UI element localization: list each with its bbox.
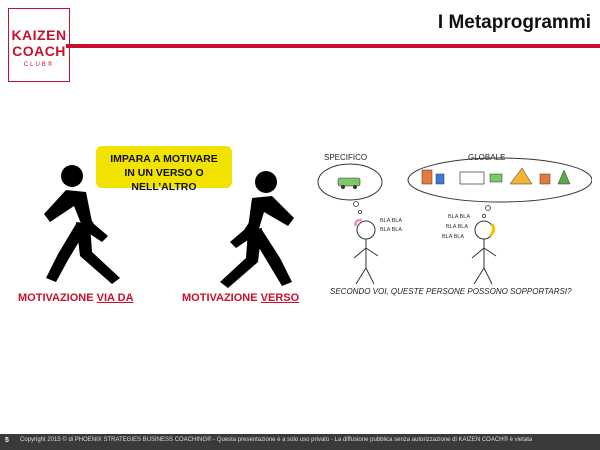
callout-box: IMPARA A MOTIVARE IN UN VERSO O NELL’ALT… xyxy=(96,146,232,193)
footer: 5 Copyright 2015 © di PHOENIX STRATEGIES… xyxy=(0,434,600,450)
label-via-da-prefix: MOTIVAZIONE xyxy=(18,292,97,304)
label-via-da: MOTIVAZIONE VIA DA xyxy=(18,292,134,304)
label-via-da-underlined: VIA DA xyxy=(96,292,134,304)
bla-bla-left: BLA BLA xyxy=(380,218,402,224)
sketch-caption: SECONDO VOI, QUESTE PERSONE POSSONO SOPP… xyxy=(330,287,572,296)
svg-text:BLA BLA: BLA BLA xyxy=(442,234,464,240)
sketch-illustration: SPECIFICO GLOBALE BLA BLA BLA BLA BLA BL… xyxy=(310,144,592,306)
bla-bla-right: BLA BLA xyxy=(448,214,470,220)
title-underline xyxy=(66,44,600,48)
callout-line1: IMPARA A MOTIVARE xyxy=(110,153,218,165)
label-verso-underlined: VERSO xyxy=(260,292,300,304)
page-title: I Metaprogrammi xyxy=(437,12,591,33)
callout-line2: IN UN VERSO O NELL’ALTRO xyxy=(124,167,204,193)
walking-person-right-icon xyxy=(220,171,294,288)
logo-line1: KAIZEN xyxy=(11,27,67,43)
svg-text:BLA BLA: BLA BLA xyxy=(380,227,402,233)
svg-text:BLA BLA: BLA BLA xyxy=(446,224,468,230)
logo: KAIZEN COACH CLUB® xyxy=(8,8,70,82)
page-number: 5 xyxy=(5,437,9,444)
logo-line3: CLUB® xyxy=(23,62,55,68)
sketch-label-specific: SPECIFICO xyxy=(324,153,367,162)
label-verso-prefix: MOTIVAZIONE xyxy=(182,292,261,304)
label-verso: MOTIVAZIONE VERSO xyxy=(182,292,299,304)
logo-line2: COACH xyxy=(12,43,66,59)
sketch-label-global: GLOBALE xyxy=(468,153,505,162)
copyright-text: Copyright 2015 © di PHOENIX STRATEGIES B… xyxy=(20,437,533,443)
walking-person-left-icon xyxy=(44,165,120,284)
car-icon xyxy=(337,177,361,187)
